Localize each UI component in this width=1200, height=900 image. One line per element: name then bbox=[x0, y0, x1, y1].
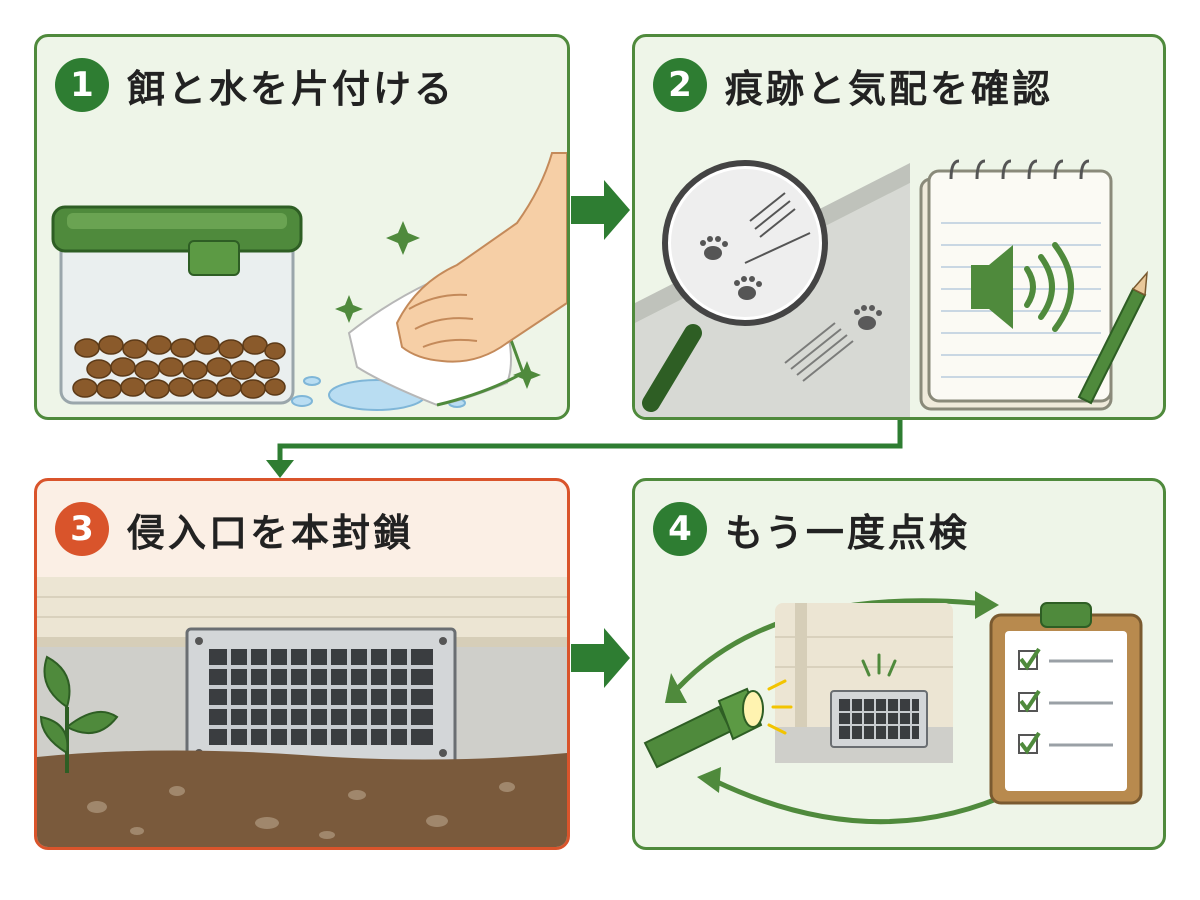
flashlight-icon bbox=[643, 679, 793, 769]
pencil-icon bbox=[1077, 270, 1148, 405]
step-2-panel: 2 痕跡と気配を確認 bbox=[632, 34, 1166, 420]
vent-grate-icon bbox=[830, 690, 928, 748]
attention-mark-icon bbox=[861, 653, 897, 677]
step-1-panel: 1 餌と水を片付ける bbox=[34, 34, 570, 420]
step-1-illustration bbox=[51, 152, 567, 411]
step-3-illustration bbox=[37, 577, 567, 847]
scratch-mark-icon bbox=[784, 322, 854, 382]
plant-icon bbox=[39, 655, 119, 773]
step-2-number-badge: 2 bbox=[653, 58, 707, 112]
clipboard-icon bbox=[989, 602, 1143, 805]
speaker-icon bbox=[971, 242, 1074, 332]
vent-grate-icon bbox=[185, 627, 457, 767]
step-1-number-badge: 1 bbox=[55, 58, 109, 112]
step-2-header: 2 痕跡と気配を確認 bbox=[635, 37, 1163, 133]
notebook-icon bbox=[919, 159, 1113, 411]
arrow-step2-to-step3 bbox=[266, 420, 903, 478]
cycle-arrow-head-bottom bbox=[697, 767, 721, 793]
step-2-illustration bbox=[635, 159, 1148, 417]
kibble-icon bbox=[72, 335, 286, 399]
cycle-arrow-head-left bbox=[665, 673, 687, 703]
paw-print-icon bbox=[854, 305, 882, 330]
arrow-step1-to-step2 bbox=[571, 180, 630, 240]
step-4-number-badge: 4 bbox=[653, 502, 707, 556]
step-3-title: 侵入口を本封鎖 bbox=[127, 510, 415, 555]
step-1-title: 餌と水を片付ける bbox=[127, 66, 456, 111]
step-3-header: 3 侵入口を本封鎖 bbox=[37, 481, 567, 577]
step-4-title: もう一度点検 bbox=[725, 510, 970, 555]
magnifier-icon bbox=[642, 160, 828, 412]
step-2-title: 痕跡と気配を確認 bbox=[725, 66, 1054, 111]
checkbox-icon bbox=[1018, 647, 1041, 755]
step-3-number-badge: 3 bbox=[55, 502, 109, 556]
step-4-panel: 4 もう一度点検 bbox=[632, 478, 1166, 850]
step-3-panel: 3 侵入口を本封鎖 bbox=[34, 478, 570, 850]
arrow-step3-to-step4 bbox=[571, 628, 630, 688]
sparkle-icon bbox=[335, 221, 541, 389]
step-4-header: 4 もう一度点検 bbox=[635, 481, 1163, 577]
hand-icon bbox=[395, 152, 567, 363]
cycle-arrow-head-top bbox=[975, 591, 999, 619]
step-4-illustration bbox=[643, 591, 1143, 825]
step-1-header: 1 餌と水を片付ける bbox=[37, 37, 567, 133]
food-container-icon bbox=[51, 205, 303, 405]
soil-icon bbox=[37, 750, 567, 847]
